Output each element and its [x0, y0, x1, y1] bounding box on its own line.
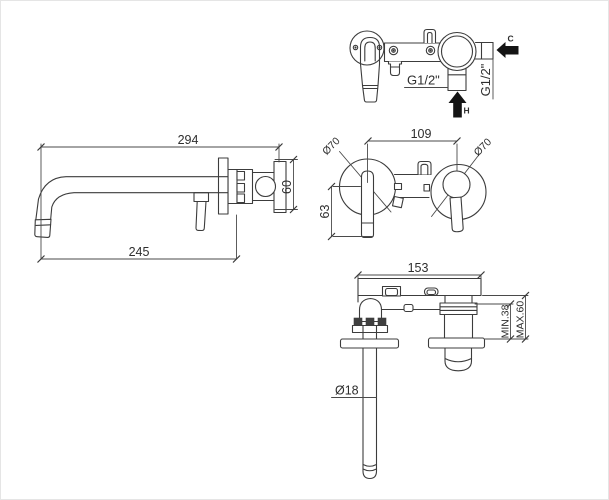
dim-d70-left-label: Ø70	[320, 135, 343, 158]
body-screw-right	[425, 45, 436, 56]
side-handle	[193, 192, 210, 232]
cartridge-housing-circle	[437, 31, 477, 72]
dim-153: 153	[354, 261, 485, 280]
hot-marker: H	[464, 106, 470, 116]
side-spout-aerator	[34, 218, 52, 238]
plan-clip-fitting	[381, 285, 402, 297]
side-escutcheon	[217, 157, 229, 215]
front-view: 109 Ø70 Ø70 63	[318, 127, 495, 241]
dim-294: 294	[37, 133, 283, 260]
side-handle-lever	[195, 200, 207, 232]
side-spout	[34, 176, 229, 238]
front-handle-hub	[442, 170, 471, 199]
dim-max60-label: MAX.60	[515, 301, 527, 339]
cold-flow-arrow: C	[496, 34, 519, 58]
dim-109-label: 109	[411, 127, 432, 141]
plan-handle-escutcheon	[427, 337, 486, 349]
rear-connection-view: G1/2" G1/2" H C	[349, 28, 519, 118]
dim-245: 245	[37, 214, 241, 263]
side-view: 294 245 60	[34, 133, 298, 263]
plan-valve-stack	[427, 294, 486, 372]
plan-spout-elbow	[358, 297, 383, 323]
dim-60: 60	[274, 155, 298, 214]
plan-valve-collar	[439, 302, 478, 316]
dim-60-label: 60	[280, 180, 294, 194]
front-handle-lever	[449, 196, 464, 233]
dim-63: 63	[318, 182, 373, 241]
plan-spout-tube	[362, 347, 378, 480]
dim-d70-right-label: Ø70	[472, 136, 495, 159]
front-spout-aerator	[360, 222, 375, 239]
dim-153-label: 153	[408, 261, 429, 275]
spout-elbow-top	[359, 36, 381, 103]
inlet-fitting-bottom	[387, 61, 403, 77]
side-valve-neck	[254, 175, 277, 198]
dim-63-label: 63	[318, 205, 332, 219]
dim-min38-label: MIN.38	[500, 304, 512, 338]
dim-109: 109	[364, 127, 461, 183]
plan-spout-nut	[351, 317, 389, 334]
cold-marker: C	[508, 34, 514, 44]
body-screw-left	[388, 45, 399, 56]
plan-valve-cylinder	[443, 313, 474, 339]
hot-flow-arrow: H	[448, 91, 470, 118]
plan-oval-fitting	[423, 287, 439, 297]
mounting-clip-top	[423, 28, 437, 44]
front-clip	[417, 160, 432, 176]
dim-294-label: 294	[178, 133, 199, 147]
hot-thread-label: G1/2"	[407, 73, 440, 88]
plan-body	[357, 277, 482, 297]
dim-d18: Ø18	[331, 384, 377, 398]
plan-handle	[444, 347, 473, 372]
dim-245-label: 245	[129, 245, 150, 259]
plan-view: 153 MIN.38 MAX.60 Ø18	[331, 261, 530, 480]
dim-d18-label: Ø18	[335, 384, 359, 398]
dim-wall-depth: MIN.38 MAX.60	[474, 291, 530, 343]
plan-spout-escutcheon	[339, 338, 400, 349]
cold-inlet-connector	[474, 41, 494, 60]
front-spout-tube	[360, 170, 375, 239]
cold-thread-label: G1/2"	[478, 63, 493, 96]
